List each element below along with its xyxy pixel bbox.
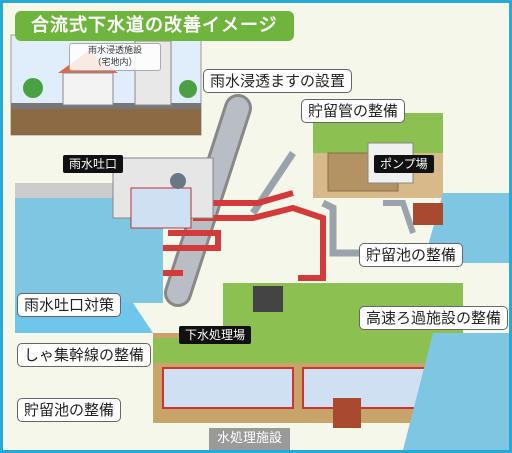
illustration <box>10 34 509 450</box>
label-outfall-measure: 雨水吐口対策 <box>17 293 122 317</box>
label-trunk-line: しゃ集幹線の整備 <box>17 343 152 367</box>
label-storage-pipe: 貯留管の整備 <box>301 99 406 123</box>
label-storage-pond-2: 貯留池の整備 <box>17 398 122 422</box>
grey-pipe-2 <box>321 199 363 257</box>
tag-pump-station: ポンプ場 <box>374 155 434 173</box>
inset-caption-line1: 雨水浸透施設 <box>87 46 142 56</box>
inset-caption-line2: （宅地内） <box>92 58 138 68</box>
label-high-speed-filter: 高速ろ過施設の整備 <box>359 306 509 330</box>
label-infiltration: 雨水浸透ますの設置 <box>203 69 353 93</box>
pump-gate <box>413 203 443 225</box>
diagram-title: 合流式下水道の改善イメージ <box>15 11 294 41</box>
inset-caption: 雨水浸透施設 （宅地内） <box>69 43 161 71</box>
pump-station-area <box>313 113 509 263</box>
grey-pipe-5 <box>383 200 416 234</box>
label-storage-pond-1: 貯留池の整備 <box>359 243 464 267</box>
river-left <box>15 193 163 303</box>
tag-outfall: 雨水吐口 <box>63 155 124 173</box>
outfall-structure <box>112 157 214 229</box>
tag-treatment-plant: 下水処理場 <box>179 326 252 344</box>
filter-facility <box>253 286 283 312</box>
tag-water-treatment: 水処理施設 <box>209 428 291 450</box>
